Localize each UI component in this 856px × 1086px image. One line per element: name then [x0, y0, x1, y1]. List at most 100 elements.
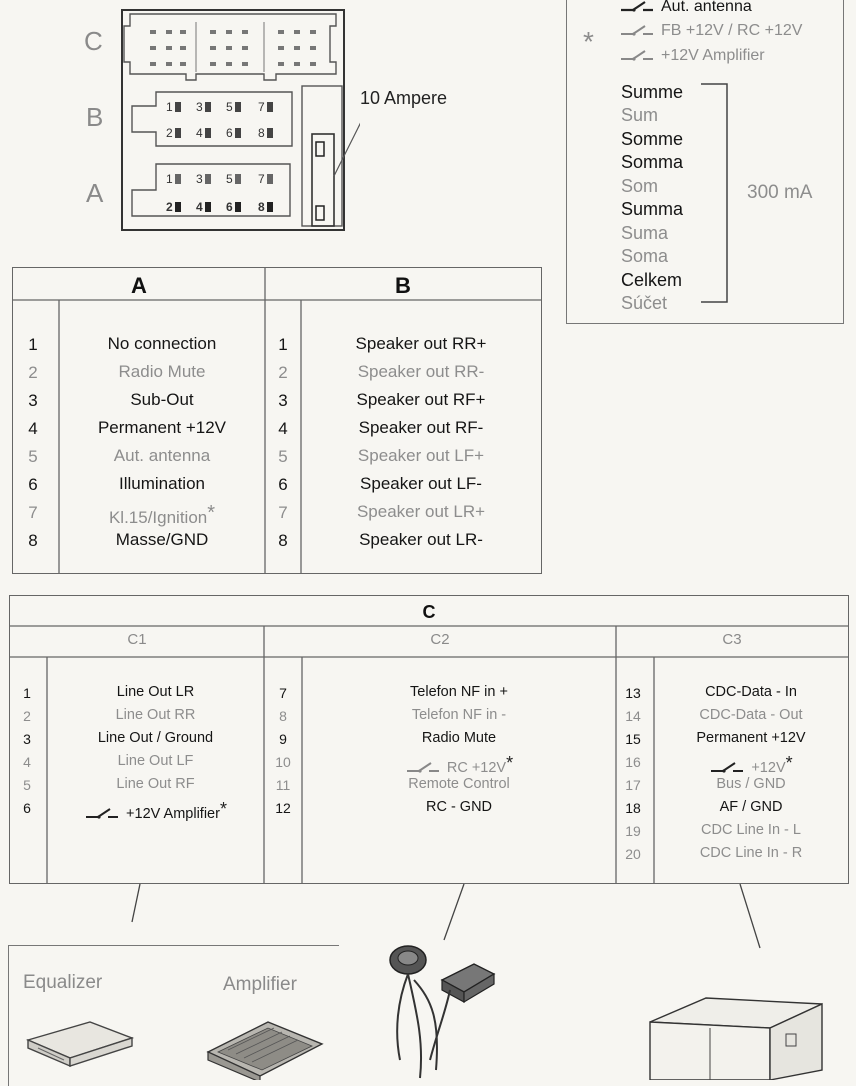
- asterisk-mark: *: [506, 753, 514, 773]
- sum-word: Somme: [621, 129, 684, 149]
- sum-word: Soma: [621, 246, 669, 266]
- pinout-table-c: C C1 C2 C3 1 2 3 4 5 6 Line Out LR Line …: [9, 595, 849, 884]
- pin-b-7: Speaker out LR+: [356, 502, 486, 521]
- pin-number: 3: [28, 391, 38, 410]
- pin-b-5: Speaker out LF+: [357, 446, 485, 465]
- table-head-c3: C3: [722, 631, 742, 648]
- pin-number: 16: [625, 754, 641, 770]
- pin-b-3: Speaker out RF+: [356, 390, 486, 409]
- pin-label: 7: [258, 172, 273, 186]
- amplifier-label: Amplifier: [223, 974, 297, 995]
- pin-number: 4: [28, 419, 38, 438]
- pin-c-7: Telefon NF in +: [410, 684, 508, 700]
- devices-box: Equalizer Amplifier: [8, 945, 339, 1086]
- pin-b-2: Speaker out RR-: [357, 362, 485, 381]
- cd-changer-icon: [649, 997, 823, 1080]
- pin-a-4: Permanent +12V: [97, 418, 227, 437]
- pin-label: 4: [196, 126, 211, 140]
- legend-item-fb-rc: FB +12V / RC +12V: [619, 22, 802, 40]
- pin-number: 2: [23, 708, 31, 724]
- pin-number: 6: [28, 475, 38, 494]
- leader-lines: [131, 883, 761, 949]
- pin-number: 14: [625, 708, 641, 724]
- pin-number: 6: [278, 475, 288, 494]
- pin-b-4: Speaker out RF-: [358, 418, 484, 437]
- legend-item-aut-antenna: Aut. antenna: [619, 0, 752, 16]
- pin-c-11: Remote Control: [408, 776, 510, 792]
- switch-icon: [621, 49, 653, 61]
- pin-c-18: AF / GND: [719, 799, 783, 815]
- switch-icon: [86, 808, 119, 819]
- pin-number: 5: [23, 777, 31, 793]
- pin-c-10: RC +12V*: [302, 753, 616, 776]
- legend-asterisk: *: [583, 26, 594, 57]
- pin-label: 5: [226, 100, 241, 114]
- pin-number: 18: [625, 800, 641, 816]
- pin-number: 8: [279, 708, 287, 724]
- table-head-c2: C2: [430, 631, 450, 648]
- pin-number: 8: [28, 531, 38, 550]
- asterisk-mark: *: [785, 753, 793, 773]
- pin-number: 15: [625, 731, 641, 747]
- pin-number: 6: [23, 800, 31, 816]
- equalizer-label: Equalizer: [23, 972, 103, 993]
- pinout-table-ab: A B 1 2 3 4 5 6 7 8 No connection Radio …: [12, 267, 542, 574]
- pin-a-7: Kl.15/Ignition*: [108, 502, 216, 527]
- pin-c-17: Bus / GND: [716, 776, 786, 792]
- pin-number: 8: [278, 531, 288, 550]
- pin-label: 8: [258, 126, 273, 140]
- switch-icon: [621, 24, 653, 36]
- pin-c-5: Line Out RF: [116, 776, 195, 792]
- equalizer-icon: [25, 1021, 135, 1068]
- pin-number: 3: [23, 731, 31, 747]
- pin-number: 5: [28, 447, 38, 466]
- amplifier-icon: [206, 1021, 324, 1080]
- pin-a-8: Masse/GND: [115, 530, 209, 549]
- pin-label: 4: [196, 200, 211, 214]
- connector-letter-a: A: [86, 178, 104, 208]
- pin-number: 7: [279, 685, 287, 701]
- pin-c-4: Line Out LF: [117, 753, 194, 769]
- sum-word: Súčet: [621, 293, 668, 313]
- asterisk-mark: *: [219, 799, 227, 819]
- pin-label: 2: [166, 200, 181, 214]
- pin-number: 3: [278, 391, 288, 410]
- pin-a-1: No connection: [107, 334, 217, 353]
- remote-control-icon: [389, 945, 496, 1079]
- pin-a-2: Radio Mute: [118, 362, 206, 381]
- pin-label: 3: [196, 100, 211, 114]
- asterisk-mark: *: [207, 502, 216, 524]
- pin-label: 7: [258, 100, 273, 114]
- switch-icon: [406, 762, 439, 773]
- pin-number: 11: [275, 777, 291, 793]
- pin-number: 7: [28, 503, 38, 522]
- pin-c-12: RC - GND: [425, 799, 493, 815]
- legend-item-amplifier: +12V Amplifier: [619, 47, 765, 65]
- pin-c-3: Line Out / Ground: [97, 730, 214, 746]
- connector-housing: [121, 9, 360, 231]
- connector-letter-b: B: [86, 102, 104, 132]
- pin-number: 17: [625, 777, 641, 793]
- table-head-c: C: [422, 602, 436, 622]
- pin-number: 7: [278, 503, 288, 522]
- pin-c-8: Telefon NF in -: [411, 707, 507, 723]
- pin-c-13: CDC-Data - In: [705, 684, 797, 700]
- switch-icon: [711, 762, 744, 773]
- sum-word: Summe: [621, 82, 684, 102]
- pin-label: 8: [258, 200, 273, 214]
- pin-number: 4: [23, 754, 31, 770]
- pin-a-3: Sub-Out: [130, 390, 194, 409]
- pin-number: 19: [625, 823, 641, 839]
- table-ab-grid: [13, 268, 541, 573]
- sum-word: Summa: [621, 199, 684, 219]
- pin-number: 1: [23, 685, 31, 701]
- pin-c-9: Radio Mute: [421, 730, 497, 746]
- pin-c-2: Line Out RR: [115, 707, 196, 723]
- pin-number: 5: [278, 447, 288, 466]
- sum-word: Somma: [621, 152, 684, 172]
- pin-label: 5: [226, 172, 241, 186]
- sum-word: Som: [621, 176, 659, 196]
- pin-c-1: Line Out LR: [116, 684, 195, 700]
- pin-c-16: +12V*: [654, 753, 848, 776]
- pin-c-15: Permanent +12V: [696, 730, 806, 746]
